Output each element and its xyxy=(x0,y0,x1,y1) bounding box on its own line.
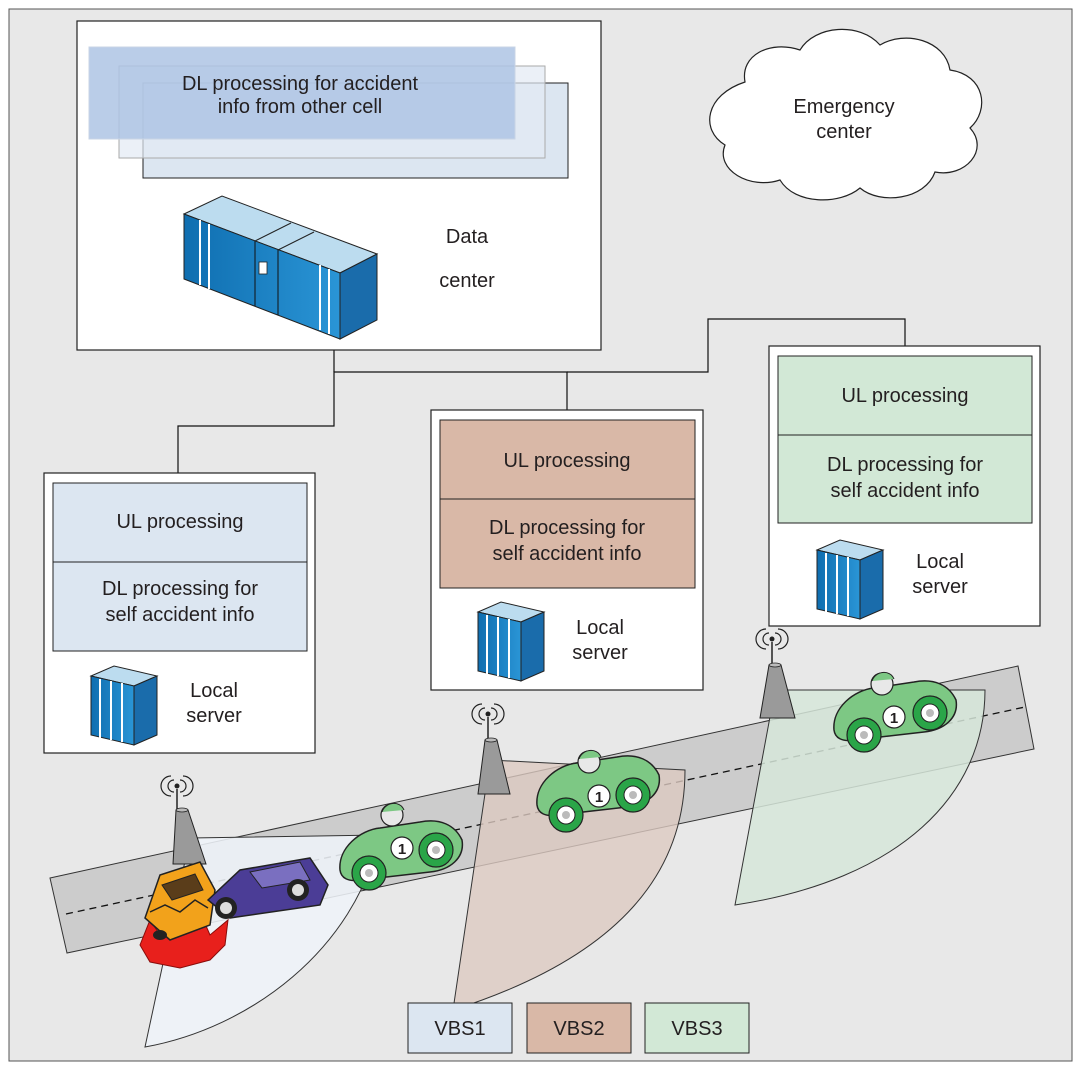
ul-processing-box xyxy=(52,482,308,563)
dl-processing-label-line2: self accident info xyxy=(831,480,980,502)
car-number-label: 1 xyxy=(398,841,406,858)
local-server-icon xyxy=(815,539,885,620)
legend-label-vbs1: VBS1 xyxy=(434,1018,485,1040)
race-car-1: 1 xyxy=(339,803,464,891)
car-number-label: 1 xyxy=(890,710,898,727)
emergency-center-label-line1: Emergency xyxy=(793,96,894,118)
local-server-label-line2: server xyxy=(912,576,968,598)
local-server-icon xyxy=(89,665,159,746)
dl-processing-box xyxy=(52,561,308,652)
ul-processing-label: UL processing xyxy=(116,511,243,533)
local-server-label-line2: server xyxy=(186,705,242,727)
dl-processing-box xyxy=(777,434,1033,524)
local-server-label-line1: Local xyxy=(190,680,238,702)
backhaul-lines xyxy=(177,318,906,473)
ul-processing-label: UL processing xyxy=(841,385,968,407)
ul-processing-box xyxy=(439,419,696,500)
local-server-vbs1: UL processing DL processing for self acc… xyxy=(43,472,316,754)
antenna-signal-icon xyxy=(174,783,180,789)
car-number-label: 1 xyxy=(595,789,603,806)
data-center-label-line1: Data xyxy=(446,226,489,248)
antenna-tower-vbs2 xyxy=(471,703,511,795)
local-server-icon xyxy=(476,601,546,682)
crashed-blue-car xyxy=(206,857,329,919)
race-car-2: 1 xyxy=(536,750,661,833)
dl-layer-front xyxy=(88,46,516,140)
antenna-tower-vbs3 xyxy=(755,628,796,719)
ul-processing-box xyxy=(777,355,1033,436)
local-server-label-line1: Local xyxy=(576,617,624,639)
ul-processing-label: UL processing xyxy=(503,450,630,472)
dl-processing-box xyxy=(439,498,696,589)
dl-processing-label-line1: DL processing for xyxy=(489,517,645,539)
car-crash-illustration xyxy=(139,857,329,969)
local-server-label-line2: server xyxy=(572,642,628,664)
dl-accident-label-line2: info from other cell xyxy=(218,96,383,118)
dl-processing-label-line1: DL processing for xyxy=(827,454,983,476)
crashed-orange-car xyxy=(144,861,216,941)
data-center: DL processing for accident info from oth… xyxy=(76,20,602,351)
local-server-label-line1: Local xyxy=(916,551,964,573)
legend-swatch-vbs3 xyxy=(644,1002,750,1054)
dl-processing-label-line1: DL processing for xyxy=(102,578,258,600)
legend: VBS1 VBS2 VBS3 xyxy=(407,1002,750,1054)
legend-label-vbs2: VBS2 xyxy=(553,1018,604,1040)
antenna-signal-icon xyxy=(485,711,491,717)
local-server-vbs2: UL processing DL processing for self acc… xyxy=(430,409,704,691)
coverage-sector-vbs2 xyxy=(452,759,686,1011)
data-center-server-icon xyxy=(182,195,379,340)
dl-accident-label-line1: DL processing for accident xyxy=(182,73,418,95)
dl-processing-label-line2: self accident info xyxy=(106,604,255,626)
legend-swatch-vbs1 xyxy=(407,1002,513,1054)
race-car-3: 1 xyxy=(833,672,958,753)
antenna-signal-icon xyxy=(769,636,775,642)
cloud-icon xyxy=(709,28,983,201)
antenna-tower-vbs1 xyxy=(160,775,207,865)
coverage-sector-vbs3 xyxy=(734,689,986,906)
emergency-center: Emergency center xyxy=(709,28,983,201)
dl-processing-label-line2: self accident info xyxy=(493,543,642,565)
data-center-label-line2: center xyxy=(439,270,495,292)
local-server-vbs3: UL processing DL processing for self acc… xyxy=(768,345,1041,627)
emergency-center-label-line2: center xyxy=(816,121,872,143)
legend-label-vbs3: VBS3 xyxy=(671,1018,722,1040)
legend-swatch-vbs2 xyxy=(526,1002,632,1054)
